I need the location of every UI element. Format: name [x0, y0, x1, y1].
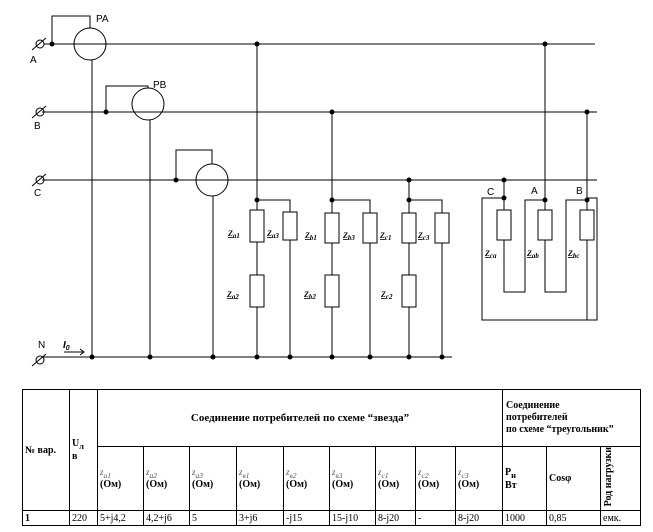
label-z-b1: Zb1: [304, 231, 317, 242]
label-z-b2: Zb2: [303, 290, 316, 301]
table-row: 1 220 5+j4,2 4,2+j6 5 3+j6 -j15 15-j10 8…: [22, 510, 642, 526]
label-z-a3: Za3: [266, 229, 279, 240]
cell-u: 220: [69, 510, 98, 526]
label-z-c3: Zc3: [417, 231, 430, 242]
cell-z-a3: 5: [189, 510, 237, 526]
label-phase-b: B: [34, 121, 41, 132]
header-cos-phi: Cosφ: [546, 446, 602, 511]
header-z-b3: zв3(Ом): [329, 446, 376, 511]
header-z-a3: za3(Ом): [189, 446, 237, 511]
cell-z-a1: 5+j4,2: [97, 510, 144, 526]
cell-cos-phi: 0,85: [546, 510, 602, 526]
cell-var: 1: [22, 510, 70, 526]
header-z-b2: zв2(Ом): [283, 446, 330, 511]
label-z-a2: Za2: [226, 290, 239, 301]
header-load-kind: Род нагрузки: [600, 446, 642, 511]
cell-z-c2: -: [415, 510, 456, 526]
circuit-diagram: A B C N PA PB I0 Za1 Za2 Za3 Zb1 Zb2 Zb3…: [30, 14, 598, 367]
header-z-c2: zс2(Ом): [415, 446, 456, 511]
label-z-ca: Zca: [484, 249, 497, 260]
cell-z-c1: 8-j20: [375, 510, 416, 526]
label-phase-a: A: [30, 55, 37, 66]
cell-z-a2: 4,2+j6: [143, 510, 190, 526]
header-z-b1: zв1(Ом): [236, 446, 284, 511]
label-meter-pa: PA: [96, 14, 109, 25]
label-phase-c: C: [34, 188, 41, 199]
label-neutral-current: I0: [63, 340, 70, 352]
cell-z-b2: -j15: [283, 510, 330, 526]
label-z-c2: Zc2: [380, 290, 393, 301]
label-meter-pb: PB: [153, 80, 167, 91]
cell-z-b3: 15-j10: [329, 510, 376, 526]
header-variant: № вар.: [22, 389, 70, 511]
label-delta-b: B: [576, 186, 583, 197]
cell-z-c3: 8-j20: [454, 510, 504, 526]
header-z-c3: zс3(Ом): [454, 446, 504, 511]
label-z-bc: Zbc: [567, 249, 580, 260]
cell-z-b1: 3+j6: [236, 510, 284, 526]
cell-power: 1000: [502, 510, 548, 526]
label-neutral: N: [38, 340, 45, 351]
label-z-ab: Zab: [526, 249, 539, 260]
header-z-c1: zс1(Ом): [375, 446, 416, 511]
cell-load-kind: емк.: [600, 510, 642, 526]
meter-pb: [131, 87, 165, 121]
label-delta-a: A: [531, 186, 538, 197]
label-z-b3: Zb3: [342, 231, 355, 242]
label-z-c1: Zc1: [379, 231, 392, 242]
header-z-a2: za2(Ом): [143, 446, 190, 511]
label-z-a1: Za1: [227, 229, 240, 240]
label-delta-c: C: [487, 187, 494, 198]
header-z-a1: za1(Ом): [97, 446, 144, 511]
header-star: Соединение потребителей по схеме “звезда…: [96, 389, 504, 447]
